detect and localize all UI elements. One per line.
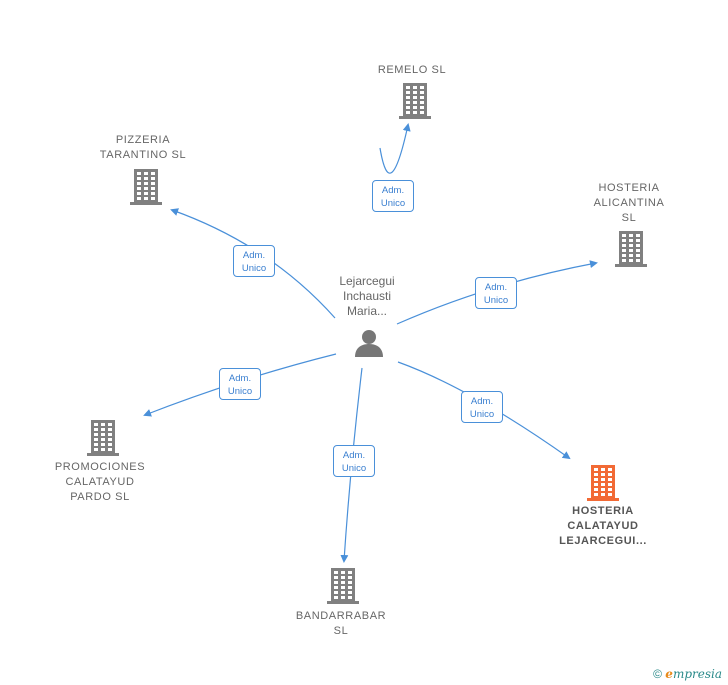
edge-badge-alicantina[interactable]: Adm. Unico (475, 277, 517, 309)
copyright-symbol: © (653, 667, 662, 681)
building-icon[interactable] (587, 465, 619, 506)
company-label-bandarrabar[interactable]: BANDARRABAR SL (295, 610, 387, 637)
edge-badge-bandarrabar[interactable]: Adm. Unico (333, 445, 375, 477)
building-icon[interactable] (615, 231, 647, 272)
building-icon[interactable] (327, 568, 359, 609)
company-label-alicantina[interactable]: HOSTERIA ALICANTINA SL (593, 182, 665, 224)
edge-badge-pizzeria[interactable]: Adm. Unico (233, 245, 275, 277)
building-icon[interactable] (130, 169, 162, 210)
company-label-remelo[interactable]: REMELO SL (377, 64, 447, 76)
person-label[interactable]: Lejarcegui Inchausti Maria... (339, 274, 395, 318)
building-icon[interactable] (87, 420, 119, 461)
person-icon[interactable] (354, 328, 384, 363)
edge-badge-remelo[interactable]: Adm. Unico (372, 180, 414, 212)
company-label-calatayud[interactable]: HOSTERIA CALATAYUD LEJARCEGUI... (559, 505, 647, 547)
building-icon[interactable] (399, 83, 431, 124)
brand-logo: empresia (665, 667, 722, 681)
edge-badge-promociones[interactable]: Adm. Unico (219, 368, 261, 400)
company-label-pizzeria[interactable]: PIZZERIA TARANTINO SL (99, 134, 187, 161)
edge-badge-calatayud[interactable]: Adm. Unico (461, 391, 503, 423)
edge-remelo (379, 123, 411, 174)
footer-brand: © empresia (653, 667, 722, 681)
company-label-promociones[interactable]: PROMOCIONES CALATAYUD PARDO SL (54, 461, 146, 503)
